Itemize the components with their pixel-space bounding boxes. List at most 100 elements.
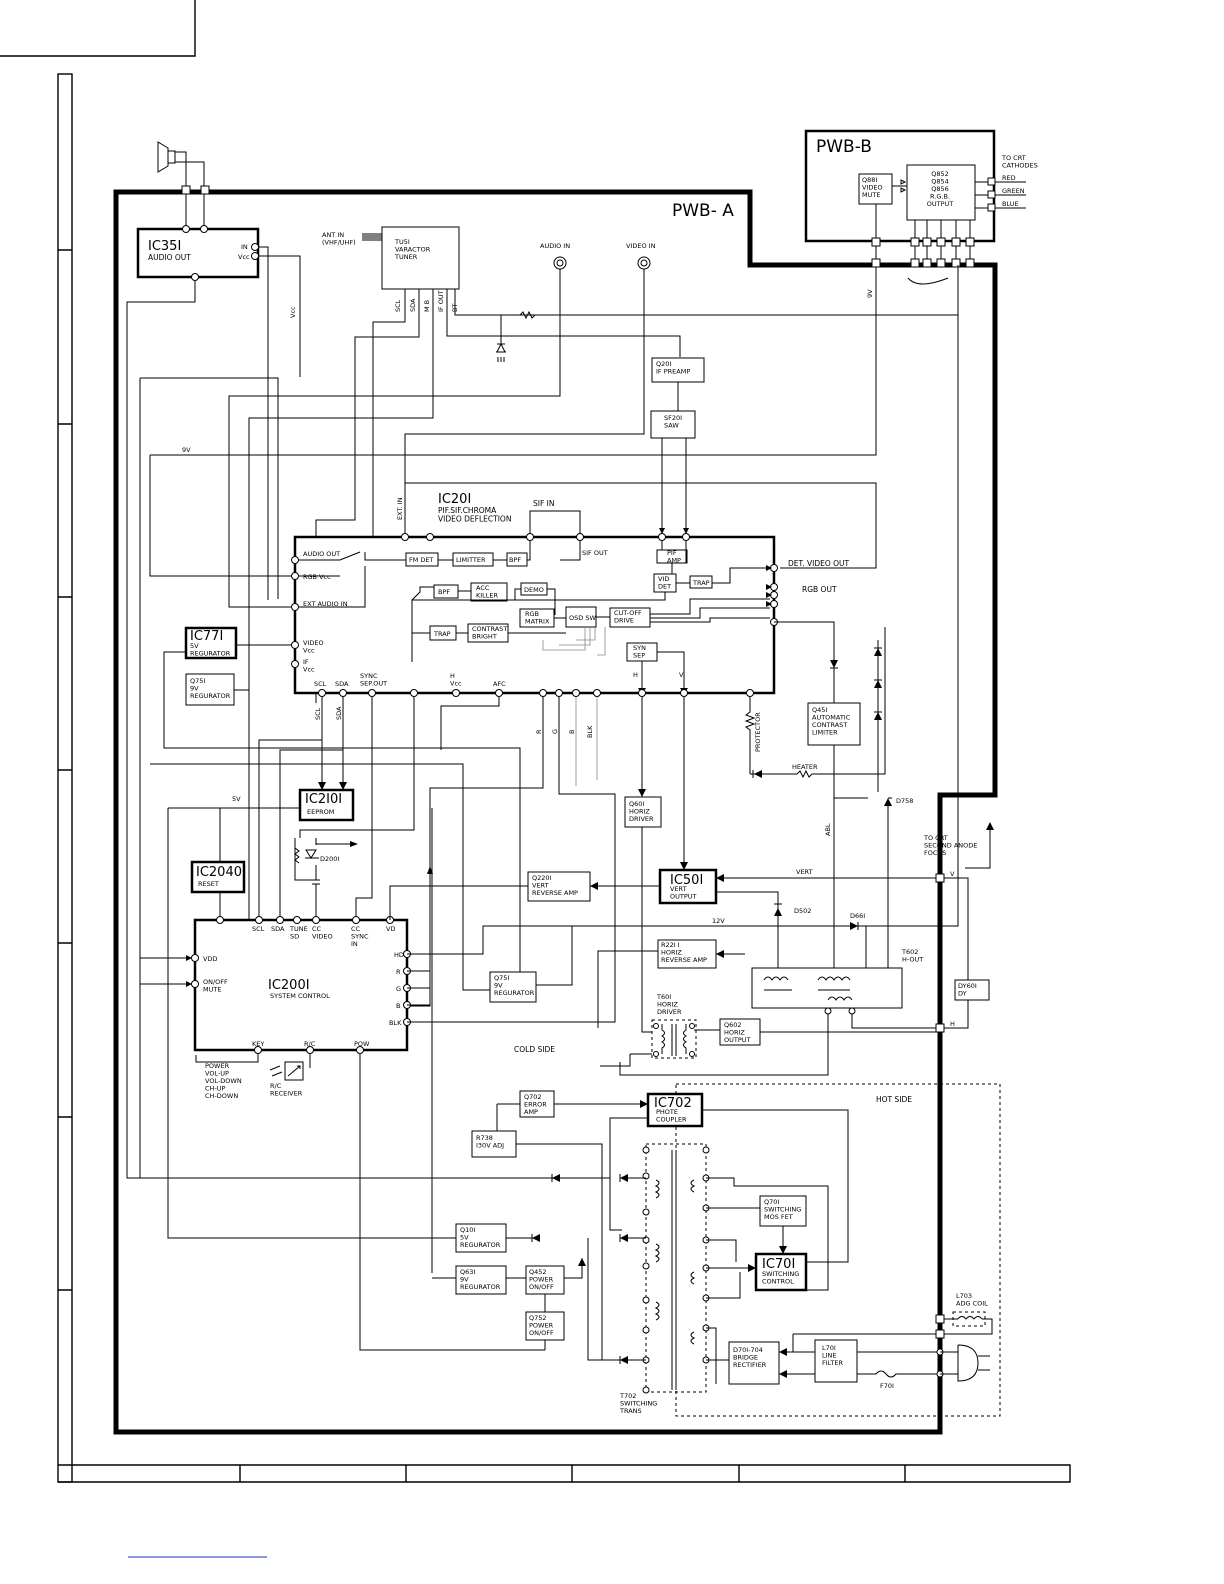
ic201-audio-out: AUDIO OUT bbox=[303, 550, 340, 558]
line-blk: BLK bbox=[586, 725, 594, 738]
hot-side-label: HOT SIDE bbox=[876, 1095, 912, 1104]
trap-2: TRAP bbox=[433, 630, 451, 638]
tuner-pin-mb: M B bbox=[423, 300, 431, 312]
d2001-label: D200I bbox=[320, 855, 339, 863]
f701-label: F70I bbox=[880, 1382, 894, 1390]
ic2001-vdd: VDD bbox=[203, 955, 217, 963]
bpf-1: BPF bbox=[509, 556, 521, 564]
blue-label: BLUE bbox=[1002, 200, 1019, 208]
ic2001-top-vd: VD bbox=[386, 925, 395, 933]
demo: DEMO bbox=[524, 586, 544, 594]
ic351-block: IC35I AUDIO OUT IN Vcc Vcc bbox=[126, 225, 610, 1179]
label-9v-top: 9V bbox=[182, 446, 191, 454]
ic2001-right-b: B bbox=[396, 1002, 400, 1010]
ic2001-top-scl: SCL bbox=[252, 925, 265, 933]
line-g: G bbox=[551, 729, 559, 734]
ic2001-right-blk: BLK bbox=[389, 1019, 402, 1027]
v-label: V bbox=[950, 870, 955, 878]
board-connectors bbox=[871, 237, 975, 285]
ic201-bottom-sda: SDA bbox=[335, 680, 349, 688]
osd-sw: OSD SW bbox=[569, 614, 596, 622]
tuner-pin-sda: SDA bbox=[409, 298, 417, 312]
sda-label-bus: SDA bbox=[335, 706, 343, 720]
ic201-det-video-out: DET. VIDEO OUT bbox=[788, 559, 850, 568]
speaker-icon bbox=[157, 141, 210, 227]
ic2001-top-sda: SDA bbox=[271, 925, 285, 933]
heater-label: HEATER bbox=[792, 763, 818, 771]
ic351-desc: AUDIO OUT bbox=[148, 253, 191, 262]
protector-label: PROTECTOR bbox=[754, 712, 762, 752]
sheet-frame bbox=[0, 0, 1071, 1558]
line-b: B bbox=[568, 730, 576, 734]
fm-det: FM DET bbox=[409, 556, 434, 564]
ic201-ext-audio-in: EXT AUDIO IN bbox=[303, 600, 348, 608]
d2001-block: D200I bbox=[294, 838, 358, 920]
ic201-bottom-scl: SCL bbox=[314, 680, 327, 688]
d661-label: D66I bbox=[850, 912, 865, 920]
ic201-name: IC20I bbox=[438, 492, 471, 507]
green-label: GREEN bbox=[1002, 187, 1025, 195]
ic2001-desc: SYSTEM CONTROL bbox=[270, 992, 330, 1000]
ic2001-key: KEY bbox=[252, 1040, 264, 1048]
ic2001-right-g: G bbox=[396, 985, 401, 993]
ic201-ext-in: EXT. IN bbox=[396, 497, 404, 520]
ic201-rgb-out: RGB OUT bbox=[802, 585, 837, 594]
ic2040-block: IC2040 RESET bbox=[190, 860, 246, 920]
ic771-name: IC77I bbox=[190, 629, 223, 644]
ic501-name: IC50I bbox=[670, 873, 703, 888]
ic201-rgb-vcc: RGB Vcc bbox=[303, 573, 331, 581]
pwb-b-label: PWB-B bbox=[816, 137, 872, 157]
pwb-a-label: PWB- A bbox=[672, 201, 734, 221]
rc-receiver-icon bbox=[269, 1061, 304, 1081]
system-bus: SCL SDA bbox=[139, 377, 500, 1178]
ic702-name: IC702 bbox=[654, 1096, 692, 1111]
ic351-in: IN bbox=[241, 243, 248, 251]
ic201-v: V bbox=[679, 671, 684, 679]
